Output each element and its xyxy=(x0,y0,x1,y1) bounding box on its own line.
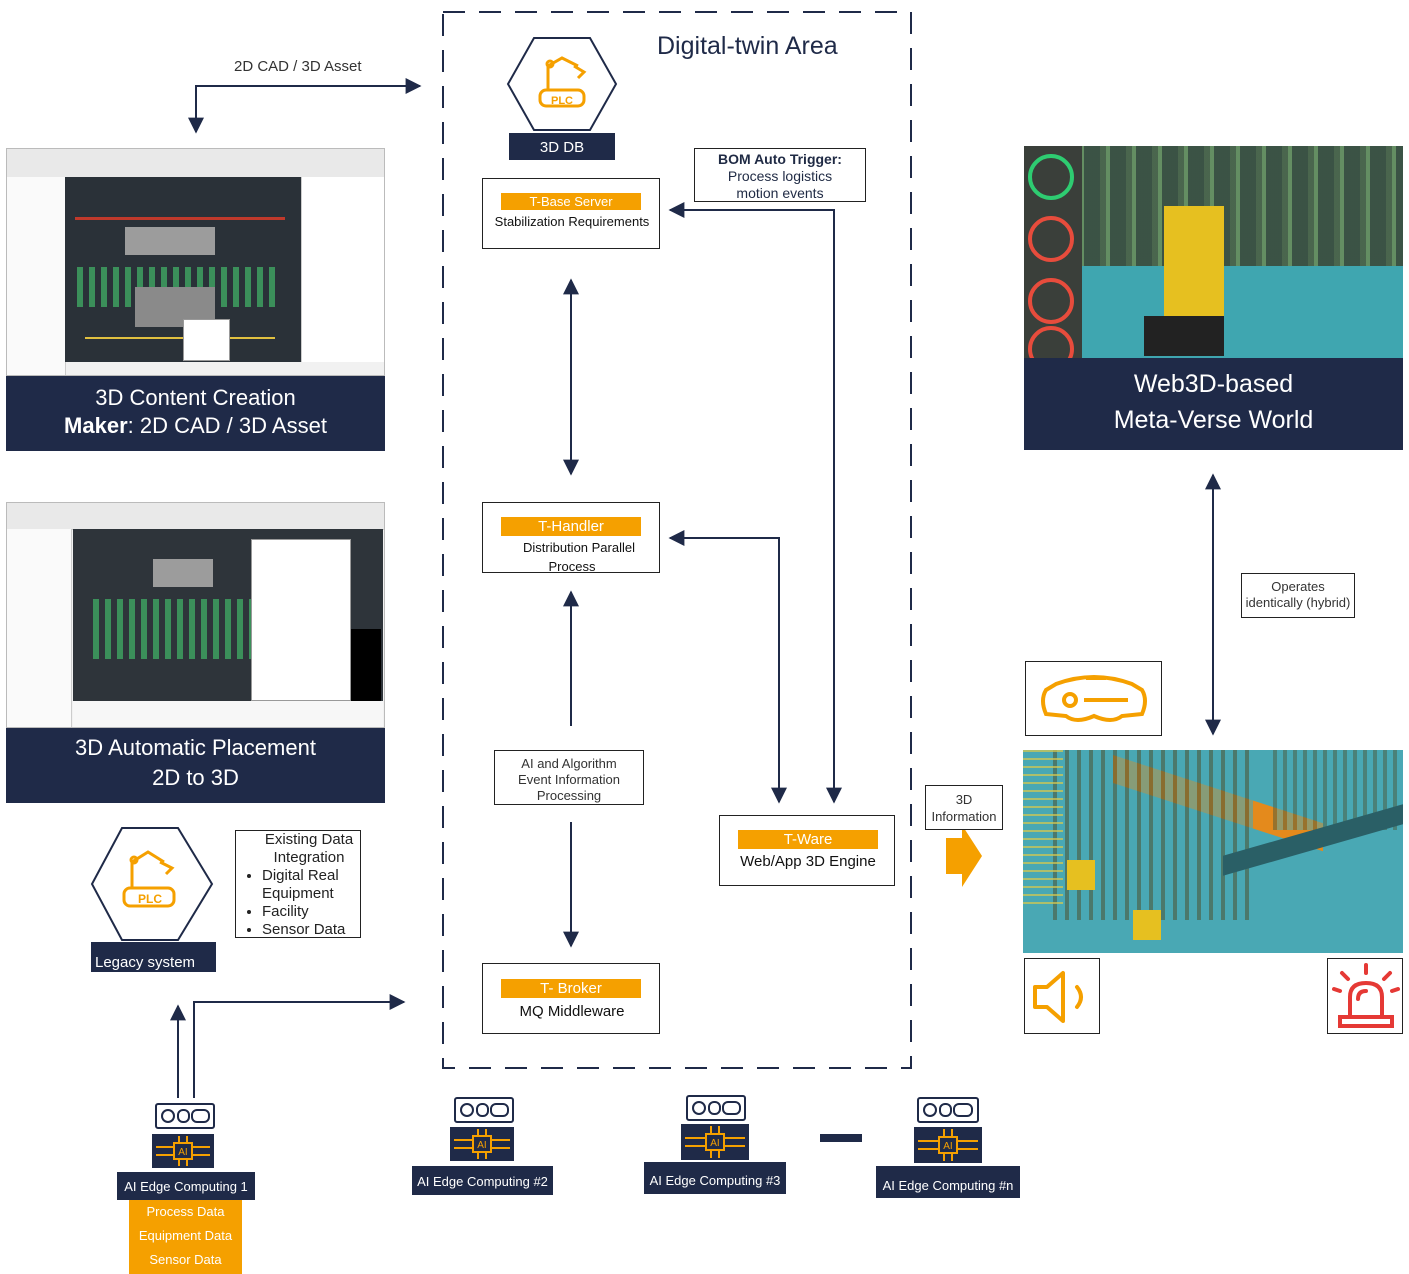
alarm-siren-icon xyxy=(1332,963,1400,1028)
operates-line2: identically (hybrid) xyxy=(1245,595,1351,610)
edge3-power-icon xyxy=(686,1095,746,1121)
legacy-box-line2: Integration xyxy=(273,849,345,866)
auto-placement-line1: 3D Automatic Placement xyxy=(75,735,316,760)
edge-data-item: Process Data xyxy=(146,1204,225,1219)
info3d-line2: Information xyxy=(931,809,997,824)
edgen-power-icon xyxy=(917,1097,979,1123)
power-buttons-icon xyxy=(460,1103,509,1117)
info3d-box: 3D Information xyxy=(925,785,1003,830)
ai-event-box: AI and Algorithm Event Information Proce… xyxy=(494,750,644,805)
tbase-server-box: T-Base Server Stabilization Requirements xyxy=(482,178,660,249)
speaker-icon xyxy=(1033,971,1083,1023)
content-creation-panel: 3D Content Creation Maker: 2D CAD / 3D A… xyxy=(6,376,385,451)
legacy-box-line1: Existing Data xyxy=(264,831,354,848)
svg-text:AI: AI xyxy=(178,1147,187,1158)
operates-box: Operates identically (hybrid) xyxy=(1241,573,1355,618)
power-buttons-icon xyxy=(923,1103,973,1117)
thandler-box: T-Handler Distribution Parallel Process xyxy=(482,502,660,574)
alarm-box xyxy=(1327,958,1403,1034)
legacy-data-box: Existing Data Integration Digital Real E… xyxy=(235,830,361,938)
legacy-label: Legacy system xyxy=(91,942,216,972)
edge1-power-icon xyxy=(155,1103,215,1129)
legacy-items-list: Digital Real Equipment Facility Sensor D… xyxy=(236,867,360,939)
ai-event-line3: Processing xyxy=(536,788,602,803)
warehouse-scene-image xyxy=(1023,750,1403,953)
tbroker-desc: MQ Middleware xyxy=(519,1003,625,1020)
content-creation-line2: Maker: 2D CAD / 3D Asset xyxy=(6,413,385,439)
metaverse-panel: Web3D-based Meta-Verse World xyxy=(1024,358,1403,450)
content-creation-maker: Maker xyxy=(64,413,128,438)
thandler-desc1: Distribution Parallel xyxy=(523,540,635,555)
top-arrow-label: 2D CAD / 3D Asset xyxy=(234,58,362,75)
cad-screenshot-1 xyxy=(6,148,385,376)
edge2-power-icon xyxy=(454,1097,514,1123)
edge3-ai-chip-icon: AI xyxy=(681,1124,749,1160)
edge1-ai-chip-icon: AI xyxy=(152,1134,214,1168)
tbase-tag: T-Base Server xyxy=(501,193,641,210)
tware-box: T-Ware Web/App 3D Engine xyxy=(719,815,895,886)
legacy-item: Facility xyxy=(262,903,360,921)
content-creation-line1: 3D Content Creation xyxy=(95,385,296,410)
edge3-label: AI Edge Computing #3 xyxy=(644,1162,786,1194)
bom-line1: Process logistics xyxy=(727,168,833,184)
tbase-desc: Stabilization Requirements xyxy=(494,214,650,229)
speaker-box xyxy=(1024,958,1100,1034)
edge1-data-list: Process Data Equipment Data Sensor Data xyxy=(129,1200,242,1274)
bom-line2: motion events xyxy=(736,185,824,201)
auto-placement-panel: 3D Automatic Placement 2D to 3D xyxy=(6,728,385,803)
content-creation-rest: : 2D CAD / 3D Asset xyxy=(127,413,327,438)
tbroker-tag: T- Broker xyxy=(501,979,641,998)
edge2-label: AI Edge Computing #2 xyxy=(412,1166,553,1195)
power-buttons-icon xyxy=(161,1109,210,1123)
thandler-tag: T-Handler xyxy=(501,517,641,536)
info3d-line1: 3D xyxy=(955,792,973,807)
legacy-item: Digital Real Equipment xyxy=(262,867,360,903)
svg-text:AI: AI xyxy=(477,1140,486,1151)
svg-text:AI: AI xyxy=(943,1141,952,1152)
operates-line1: Operates xyxy=(1271,579,1325,594)
edge-data-item: Equipment Data xyxy=(138,1228,233,1243)
thandler-desc2: Process xyxy=(548,559,596,574)
db-label: 3D DB xyxy=(509,133,615,160)
power-buttons-icon xyxy=(692,1101,741,1115)
svg-text:AI: AI xyxy=(710,1138,719,1149)
metaverse-line1: Web3D-based xyxy=(1133,370,1294,398)
auto-placement-line2: 2D to 3D xyxy=(152,765,239,790)
bom-trigger-box: BOM Auto Trigger: Process logistics moti… xyxy=(694,148,866,202)
digital-twin-title: Digital-twin Area xyxy=(657,32,838,60)
tbroker-box: T- Broker MQ Middleware xyxy=(482,963,660,1034)
bom-title: BOM Auto Trigger: xyxy=(718,151,842,167)
tware-desc: Web/App 3D Engine xyxy=(740,853,876,870)
edgen-label: AI Edge Computing #n xyxy=(876,1166,1020,1198)
edgen-ai-chip-icon: AI xyxy=(914,1127,982,1163)
cad-screenshot-2 xyxy=(6,502,385,728)
edge-data-item: Sensor Data xyxy=(149,1252,222,1267)
metaverse-scene-image xyxy=(1024,146,1403,358)
tware-tag: T-Ware xyxy=(738,830,878,849)
edge2-ai-chip-icon: AI xyxy=(450,1127,514,1161)
vr-headset-icon xyxy=(1041,675,1147,722)
edge1-label: AI Edge Computing 1 xyxy=(117,1172,255,1200)
ai-event-line1: AI and Algorithm xyxy=(521,756,617,771)
vr-headset-box xyxy=(1025,661,1162,736)
metaverse-line2: Meta-Verse World xyxy=(1113,406,1314,434)
legacy-item: Sensor Data xyxy=(262,921,360,939)
ai-event-line2: Event Information xyxy=(518,772,620,787)
